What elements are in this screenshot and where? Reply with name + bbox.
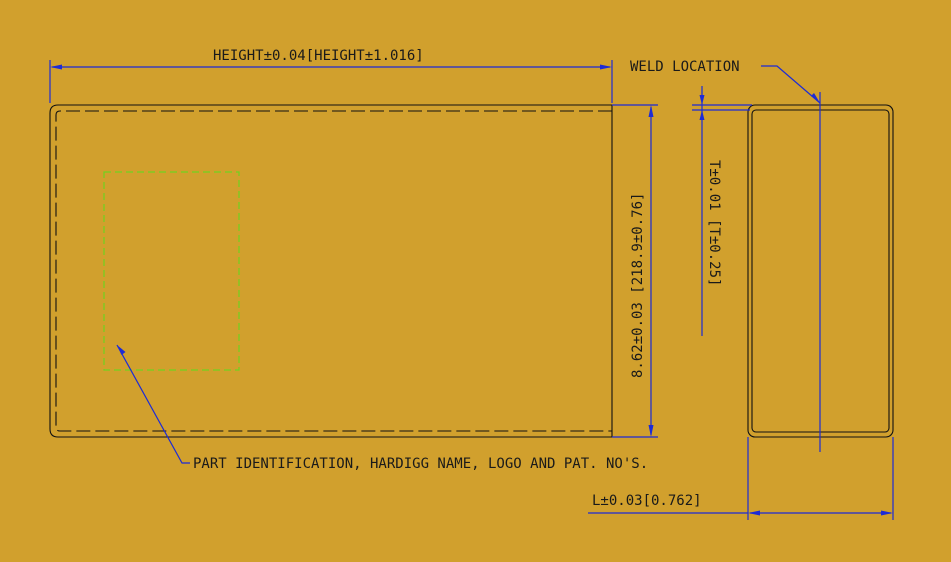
side-view (49, 104, 613, 438)
thickness-arrow-bottom (699, 110, 705, 120)
height-dimension-label: HEIGHT±0.04[HEIGHT±1.016] (213, 48, 424, 64)
width-dimension-label: 8.62±0.03 [218.9±0.76] (630, 193, 646, 378)
part-id-leader-line (116, 344, 190, 464)
thickness-dimension: T±0.01 [T±0.25] (692, 86, 752, 336)
height-arrow-right (600, 64, 612, 70)
weld-location-label: WELD LOCATION (630, 59, 740, 75)
length-arrow-left (748, 510, 760, 516)
part-identification-label: PART IDENTIFICATION, HARDIGG NAME, LOGO … (193, 456, 648, 472)
weld-location-callout: WELD LOCATION (630, 59, 821, 452)
height-arrow-left (50, 64, 62, 70)
length-dimension: L±0.03[0.762] (588, 437, 894, 520)
weld-leader-arrow (811, 93, 820, 103)
width-arrow-bottom (648, 425, 654, 437)
part-identification-callout: PART IDENTIFICATION, HARDIGG NAME, LOGO … (116, 344, 648, 472)
width-arrow-top (648, 105, 654, 117)
thickness-arrow-top (699, 95, 705, 105)
length-arrow-right (881, 510, 893, 516)
height-dimension: HEIGHT±0.04[HEIGHT±1.016] (49, 48, 613, 103)
part-identification-area (103, 171, 240, 371)
part-id-leader-arrow (117, 345, 126, 355)
weld-leader-line (761, 65, 821, 104)
thickness-dimension-label: T±0.01 [T±0.25] (706, 160, 722, 286)
side-view-outline (49, 104, 612, 438)
length-dimension-label: L±0.03[0.762] (592, 493, 702, 509)
width-dimension: 8.62±0.03 [218.9±0.76] (612, 104, 658, 438)
side-view-inner-hidden-line (55, 110, 612, 432)
